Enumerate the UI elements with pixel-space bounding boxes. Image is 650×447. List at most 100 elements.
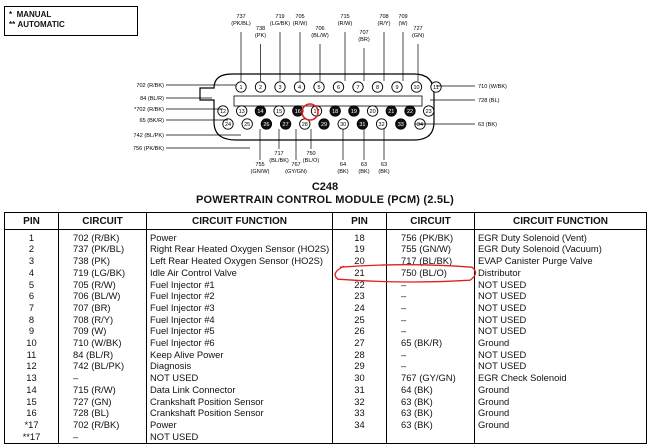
circuit-cell: 750 (BL/O) [386, 267, 475, 280]
pin-cell: 31 [332, 384, 387, 397]
row2-pin [329, 105, 341, 117]
row2-pin-number: 20 [370, 109, 376, 115]
pin-cell: 23 [332, 290, 387, 303]
circuit-cell: 702 (R/BK) [58, 229, 147, 244]
row1-pin [430, 81, 442, 93]
row3-pin-number: 31 [359, 122, 365, 128]
function-cell: Fuel Injector #2 [146, 290, 333, 303]
row2-pin-number: 19 [351, 109, 357, 115]
function-cell: NOT USED [474, 349, 647, 361]
header-circuit-right: CIRCUIT [386, 212, 475, 230]
row2-pin [423, 105, 435, 117]
left-wire-label: 742 (BL/PK) [134, 133, 165, 139]
circuit-cell: 705 (R/W) [58, 279, 147, 291]
row2-pin [348, 105, 360, 117]
bottom-wire-circuit: 63 [381, 162, 387, 168]
circuit-cell: 65 (BK/R) [386, 337, 475, 350]
row3-pin [241, 118, 253, 130]
function-cell: EGR Check Solenoid [474, 372, 647, 385]
circuit-cell: 719 (LG/BK) [58, 267, 147, 280]
row3-pin [395, 118, 407, 130]
top-wire-color: (GN) [412, 33, 424, 39]
top-wire-color: (BL/W) [311, 33, 329, 39]
header-circuit: CIRCUIT [58, 212, 147, 230]
pin-cell: 11 [4, 349, 59, 361]
pin-cell: 16 [4, 407, 59, 420]
function-cell: Crankshaft Position Sensor [146, 396, 333, 408]
top-wire-color: (LG/BK) [270, 21, 290, 27]
row2-pin [366, 105, 379, 117]
row2-pin-number: 23 [426, 109, 432, 115]
function-cell: NOT USED [474, 314, 647, 326]
circuit-cell: – [386, 314, 475, 326]
circuit-cell: 63 (BK) [386, 419, 475, 432]
table-header-row: PIN CIRCUIT CIRCUIT FUNCTION PIN CIRCUIT… [4, 212, 647, 230]
pin-cell: 3 [4, 255, 59, 268]
bottom-wire-circuit: 717 [274, 151, 283, 157]
top-wire-circuit: 707 [359, 30, 368, 36]
circuit-cell: 717 (BL/BK) [386, 255, 475, 268]
row3-pin-number: 32 [379, 122, 385, 128]
header-circuit-function-right: CIRCUIT FUNCTION [474, 212, 647, 230]
table-row: **17–NOT USED [4, 431, 647, 445]
function-cell: Ground [474, 337, 647, 350]
row3-pin-number: 28 [302, 122, 308, 128]
row3-pin [222, 118, 234, 130]
top-wire-circuit: 715 [340, 14, 349, 20]
pin-cell: 2 [4, 243, 59, 256]
bottom-wire-circuit: 767 [291, 162, 300, 168]
function-cell: Ground [474, 396, 647, 408]
function-cell: Keep Alive Power [146, 349, 333, 361]
pin-cell: 8 [4, 314, 59, 326]
function-cell: Fuel Injector #6 [146, 337, 333, 350]
row3-pin-number: 33 [398, 122, 404, 128]
row2-pin-number: 16 [295, 109, 301, 115]
bottom-wire-color: (GY/GN) [285, 169, 307, 175]
circuit-cell: 756 (PK/BK) [386, 229, 475, 244]
circuit-cell: – [386, 360, 475, 373]
row3-pin-number: 27 [283, 122, 289, 128]
circuit-cell: 702 (R/BK) [58, 419, 147, 432]
pin-cell: 19 [332, 243, 387, 256]
row1-pin-number: 1 [239, 85, 242, 91]
row3-pin-number: 26 [263, 122, 269, 128]
row1-pin [371, 81, 384, 93]
circuit-cell: – [386, 325, 475, 338]
pin-cell: 32 [332, 396, 387, 408]
top-wire-circuit: 738 [256, 26, 265, 32]
pin-cell: 28 [332, 349, 387, 361]
function-cell: Distributor [474, 267, 647, 280]
row1-pin [332, 81, 345, 93]
top-wire-color: (BR) [358, 37, 370, 43]
circuit-cell: 710 (W/BK) [58, 337, 147, 350]
left-wire-label: *702 (R/BK) [134, 107, 164, 113]
bottom-wire-color: (BL/BK) [269, 158, 289, 164]
pin-cell: 6 [4, 290, 59, 303]
top-wire-circuit: 727 [413, 26, 422, 32]
function-cell: Diagnosis [146, 360, 333, 373]
legend-manual: * MANUAL [9, 10, 52, 19]
pin-cell: 5 [4, 279, 59, 291]
row2-pin-number: 21 [388, 109, 394, 115]
function-cell: Power [146, 229, 333, 244]
row1-pin-number: 2 [259, 85, 262, 91]
pin-cell: 34 [332, 419, 387, 432]
top-wire-circuit: 709 [398, 14, 407, 20]
row1-pin-number: 3 [278, 85, 281, 91]
function-cell: Power [146, 419, 333, 432]
row1-pin [293, 81, 306, 93]
circuit-cell: 63 (BK) [386, 407, 475, 420]
pin-cell: 14 [4, 384, 59, 397]
left-wire-label: 84 (BL/R) [140, 96, 164, 102]
